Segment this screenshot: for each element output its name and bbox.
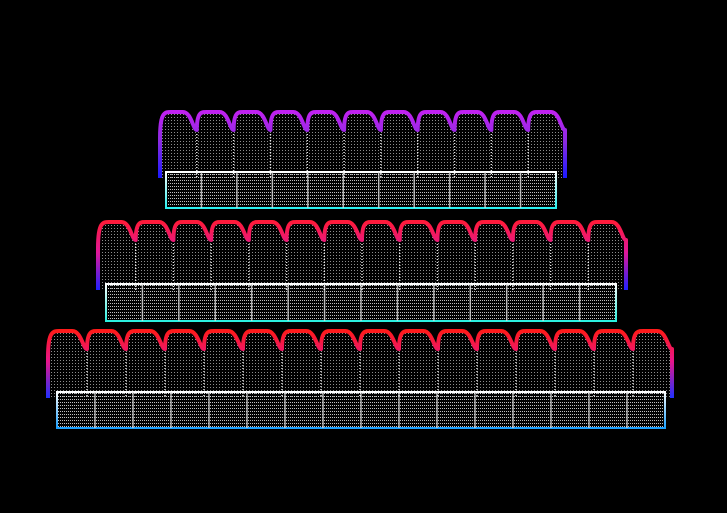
top-row-bumps-fill [160, 111, 565, 178]
middle-row [96, 219, 628, 322]
bottom-row-bumps-outline [46, 328, 674, 398]
bottom-row-bumps-fill [48, 330, 672, 398]
top-row [158, 109, 567, 209]
middle-row-bumps-fill [98, 221, 626, 290]
bottom-row [46, 328, 674, 429]
middle-row-bumps-outline [96, 219, 628, 290]
top-row-bumps-outline [158, 109, 567, 178]
